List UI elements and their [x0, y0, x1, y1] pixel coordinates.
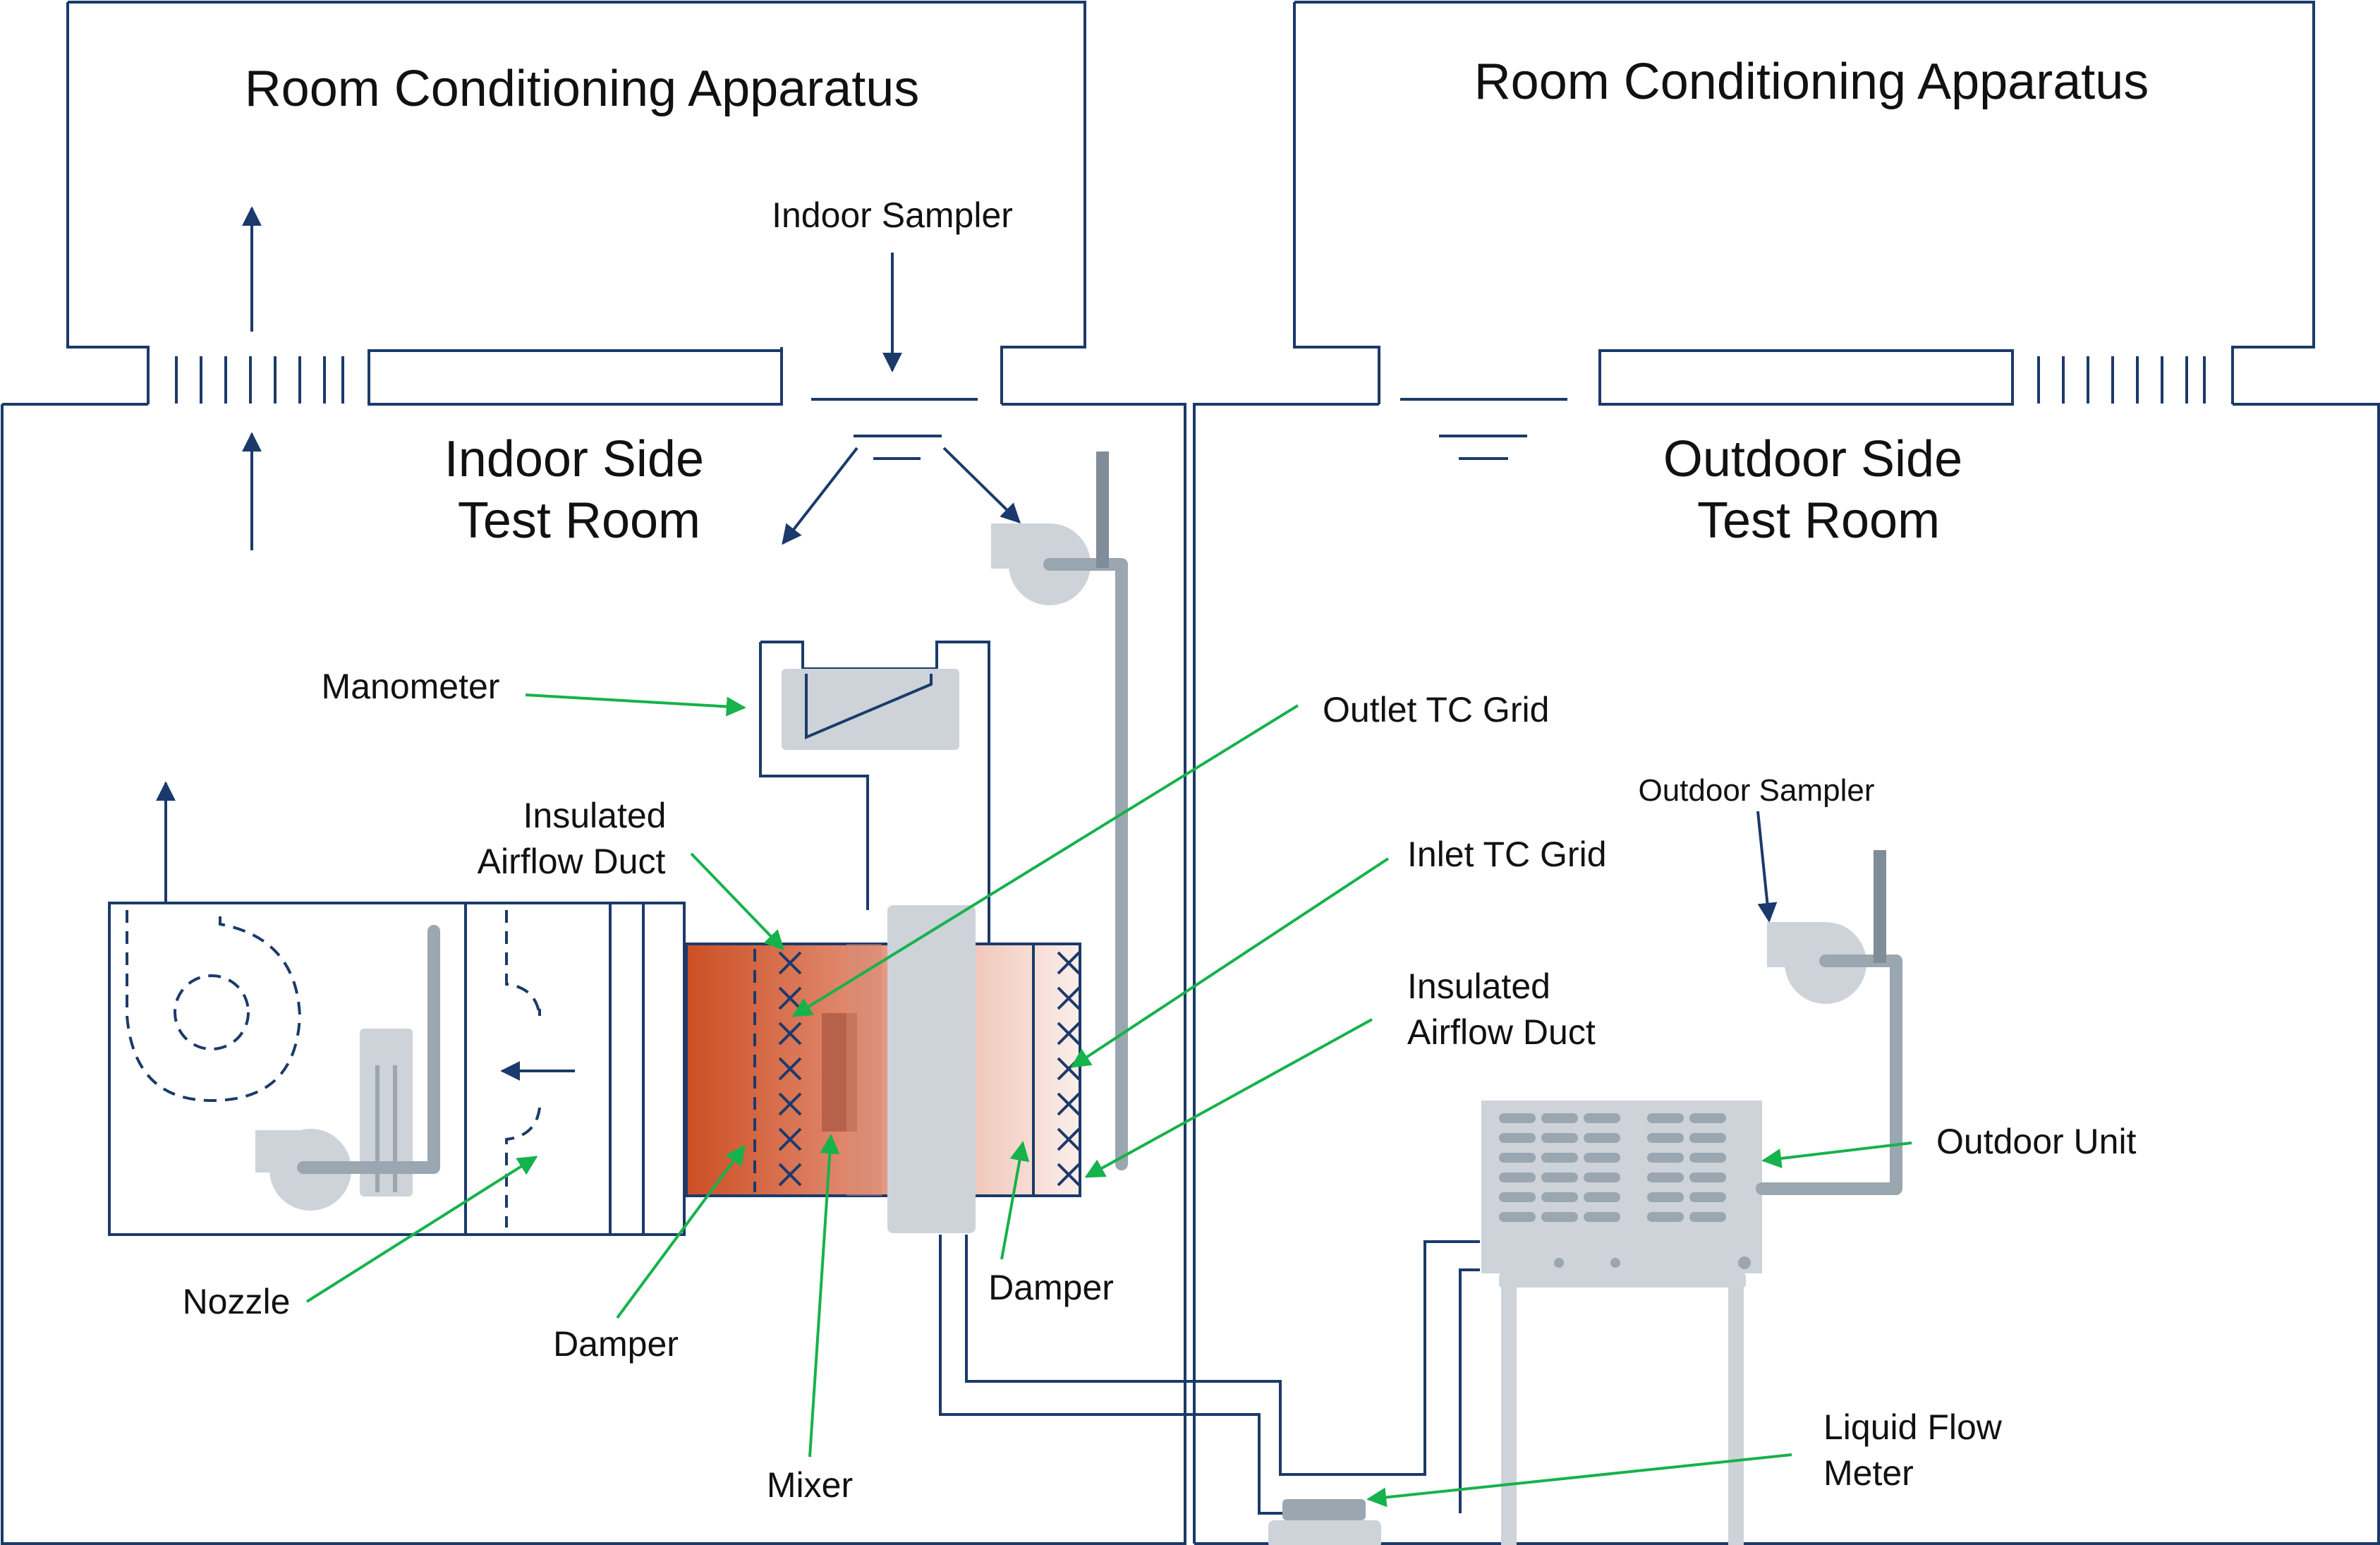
outdoor-sampler-arrow	[1756, 811, 1778, 923]
outdoor-room-title-line2: Test Room	[1697, 492, 1940, 549]
indoor-sampler-label: Indoor Sampler	[772, 195, 1013, 235]
refrigerant-lines	[939, 1235, 1480, 1515]
inlet-tc-grid-leader	[1070, 857, 1390, 1068]
insulated-duct-right-label-line1: Insulated	[1407, 967, 1550, 1006]
mixer-leader	[808, 1134, 840, 1458]
damper-right-label: Damper	[988, 1268, 1114, 1307]
insulated-duct-right-label-line2: Airflow Duct	[1407, 1012, 1596, 1052]
manometer-label: Manometer	[322, 667, 500, 706]
insulated-duct-right-leader	[1084, 1018, 1373, 1178]
diffuser-down-right-arrow	[942, 447, 1021, 523]
inlet-tc-grid-label: Inlet TC Grid	[1407, 835, 1607, 874]
indoor-test-room-walls	[1, 403, 1186, 1545]
nozzle-label: Nozzle	[183, 1282, 291, 1321]
liquid-flow-meter-leader	[1366, 1453, 1792, 1508]
mixer-label: Mixer	[767, 1465, 853, 1505]
indoor-sampler-fan	[991, 452, 1128, 1170]
left-room-conditioning-apparatus	[66, 1, 1086, 406]
nozzle-leader	[305, 1156, 538, 1303]
indoor-room-title-line1: Indoor Side	[444, 431, 704, 487]
damper-right-leader	[1000, 1141, 1030, 1260]
inlet-tc-grid	[1057, 951, 1081, 1187]
damper-left-label: Damper	[553, 1324, 679, 1364]
outdoor-ceiling-diffuser	[1400, 398, 1567, 460]
outdoor-unit-leader	[1761, 1141, 1912, 1168]
insulated-duct-left-label-line1: Insulated	[523, 796, 667, 835]
right-return-vent	[2037, 356, 2206, 404]
damper-left-leader	[616, 1144, 746, 1319]
left-apparatus-title: Room Conditioning Apparatus	[245, 61, 920, 117]
outdoor-sampler-label: Outdoor Sampler	[1638, 773, 1874, 808]
diffuser-down-left-arrow	[782, 447, 858, 545]
leader-lines	[305, 693, 1912, 1508]
outdoor-room-title-line1: Outdoor Side	[1663, 431, 1962, 487]
airflow-measurement-chamber	[108, 781, 686, 1236]
outdoor-test-room-walls	[1193, 403, 2380, 1545]
manometer-leader	[525, 693, 746, 717]
right-apparatus-title: Room Conditioning Apparatus	[1474, 54, 2149, 110]
insulated-duct-left-label-line2: Airflow Duct	[478, 842, 666, 881]
outlet-tc-grid-leader	[791, 704, 1299, 1017]
outdoor-unit	[1481, 1101, 1762, 1545]
insulated-duct-left-leader	[690, 852, 784, 951]
liquid-flow-meter-label-line1: Liquid Flow	[1823, 1407, 2003, 1447]
left-supply-vent	[175, 356, 344, 404]
outlet-tc-grid-label: Outlet TC Grid	[1323, 690, 1549, 729]
right-room-conditioning-apparatus	[1293, 1, 2315, 460]
manometer	[759, 641, 990, 945]
indoor-unit	[887, 905, 976, 1233]
indoor-ceiling-diffuser	[811, 398, 978, 460]
liquid-flow-meter-label-line2: Meter	[1823, 1453, 1914, 1493]
outdoor-unit-label: Outdoor Unit	[1936, 1122, 2137, 1161]
outlet-tc-grid	[778, 951, 802, 1187]
outdoor-sampler-fan	[1756, 850, 1902, 1195]
indoor-room-title-line2: Test Room	[458, 492, 700, 549]
liquid-flow-meter	[1268, 1499, 1381, 1545]
